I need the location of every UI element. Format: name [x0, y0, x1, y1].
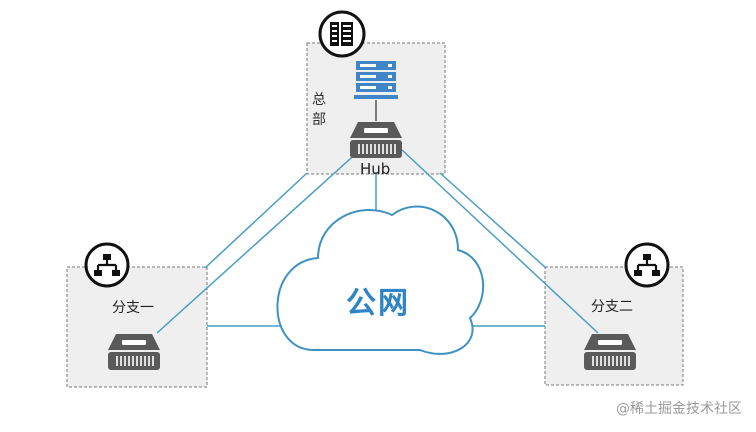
link-hq-branch2-outer — [439, 172, 547, 269]
watermark: @稀土掘金技术社区 — [616, 401, 742, 417]
branch1-label: 分支一 — [112, 300, 154, 316]
hub-label: Hub — [360, 160, 391, 178]
datacenter-grid-icon — [318, 10, 366, 58]
branch1-router-icon — [107, 333, 161, 371]
link-hq-branch2-inner — [401, 149, 599, 334]
branch1-network-tree-icon — [84, 242, 130, 288]
branch2-router-icon — [583, 333, 637, 371]
link-hq-branch1-outer — [204, 172, 308, 269]
public-network-label: 公网 — [346, 286, 410, 321]
connection-lines — [156, 100, 599, 334]
branch2-network-tree-icon — [624, 242, 670, 288]
link-hq-branch1-inner — [156, 149, 361, 334]
hq-hub-router-icon — [349, 121, 403, 159]
branch2-label: 分支二 — [591, 299, 633, 315]
public-network-cloud — [276, 205, 485, 355]
hq-label: 总部 — [312, 92, 326, 128]
server-icon — [354, 61, 398, 99]
